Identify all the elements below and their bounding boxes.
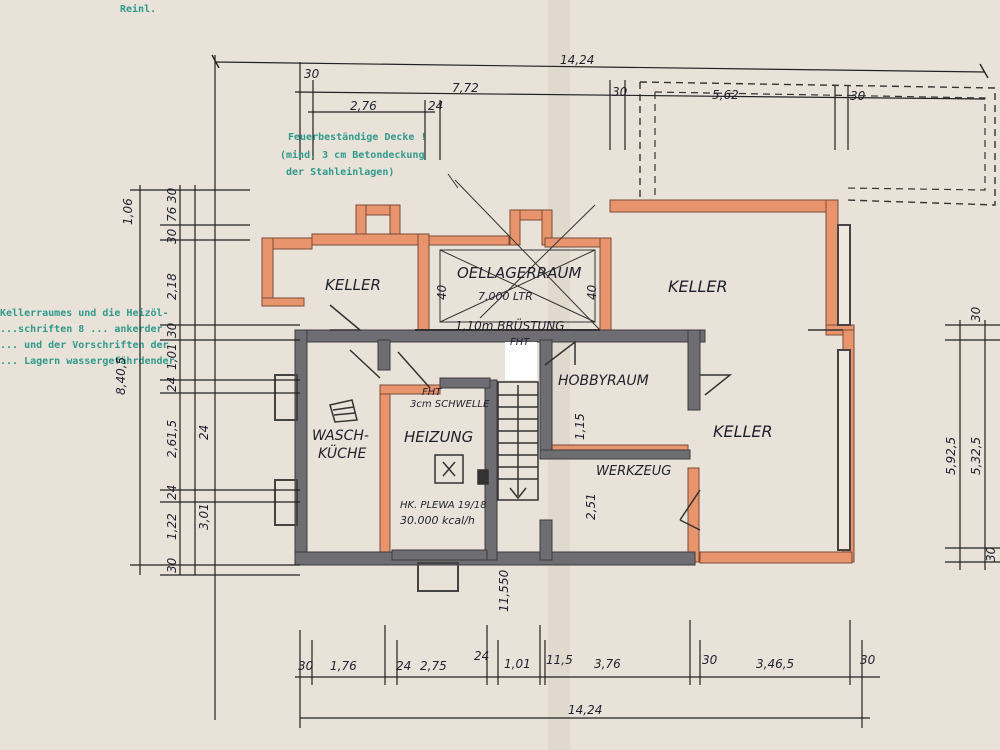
dim-left-24a: 24: [165, 377, 179, 392]
dim-right-30b: 30: [984, 546, 998, 562]
dim-top-2-76: 2,76: [350, 99, 377, 113]
dim-top-7-72: 7,72: [452, 81, 479, 95]
stamp-left-line1: Kellerraumes und die Heizöl-: [0, 307, 169, 319]
dim-top-30b: 30: [612, 85, 628, 99]
dim-bottom-30a: 30: [298, 659, 314, 673]
room-kueche: KÜCHE: [318, 444, 366, 462]
dim-left-2-18: 2,18: [165, 273, 179, 300]
room-keller-right-top: KELLER: [668, 277, 728, 296]
dim-left-2-615: 2,61,5: [165, 420, 179, 458]
room-labels: KELLER OELLAGERRAUM 7.000 LTR 1,10m BRÜS…: [312, 264, 773, 527]
dim-left-30a: 30: [165, 187, 179, 203]
stamp-oil-regulations: Kellerraumes und die Heizöl- ...schrifte…: [0, 307, 175, 367]
dim-bottom-30b: 30: [702, 653, 718, 667]
room-werkzeug: WERKZEUG: [596, 464, 671, 479]
room-oellagerraum: OELLAGERRAUM: [457, 264, 581, 282]
dim-bottom-11-5: 11,5: [546, 653, 573, 667]
dim-bottom-30c: 30: [860, 653, 876, 667]
room-heizung: HEIZUNG: [404, 428, 473, 446]
label-boiler-output: 30.000 kcal/h: [400, 514, 475, 527]
stamp-top-line2: (mind. 3 cm Betondeckung: [280, 149, 425, 161]
room-wasch: WASCH-: [312, 428, 369, 444]
dim-left-1-22: 1,22: [165, 513, 179, 540]
dim-top-30c: 30: [850, 89, 866, 103]
terrace-outline: [639, 81, 996, 206]
dim-bottom-1-01: 1,01: [504, 657, 531, 671]
room-keller-left: KELLER: [325, 276, 381, 294]
bottom-dimensions: 30 1,76 24 2,75 24 1,01 11,5 3,76 30 3,4…: [295, 620, 880, 728]
room-oellager-capacity: 7.000 LTR: [478, 290, 533, 303]
dim-bottom-3-465: 3,46,5: [756, 657, 794, 671]
dim-left-30d: 30: [165, 557, 179, 573]
label-fht-schwelle-1: FHT: [422, 387, 442, 398]
stamp-left-line2: ...schriften 8 ... ankerder: [0, 323, 163, 335]
dim-bottom-24a: 24: [396, 659, 411, 673]
oil-tank-room: [415, 173, 601, 331]
dim-inner-50: 50: [497, 569, 511, 585]
dim-bottom-total: 14,24: [568, 703, 602, 717]
stamp-header-fragment: Reinl.: [120, 3, 156, 15]
dim-left-24c: 24: [165, 485, 179, 500]
dim-inner-11-5: 11,5: [497, 585, 511, 612]
dim-left-1-06: 1,06: [121, 198, 135, 225]
dim-bottom-1-76: 1,76: [330, 659, 357, 673]
stamp-top-line1: Feuerbeständige Decke !: [288, 131, 426, 143]
dim-top-24: 24: [428, 99, 443, 113]
stamp-left-line3: ... und der Vorschriften der: [0, 339, 169, 351]
stamp-left-line4: ... Lagern wassergefährdender: [0, 356, 175, 367]
inner-dimensions: 40 40 1,15 2,51 11,5 50: [435, 284, 599, 612]
dim-inner-1-15: 1,15: [573, 413, 587, 440]
dim-left-3-01: 3,01: [197, 503, 211, 530]
dim-top-total: 14,24: [560, 53, 594, 67]
dim-left-1-01: 1,01: [165, 343, 179, 370]
dim-left-24b: 24: [197, 425, 211, 440]
interior-walls: [294, 329, 706, 566]
stamp-fire-resistant: Feuerbeständige Decke ! (mind. 3 cm Beto…: [120, 3, 426, 178]
heating-boiler-symbol: [434, 454, 489, 485]
dim-left-total: 8,40,5: [114, 357, 128, 395]
dim-right-5-925: 5,92,5: [944, 437, 958, 475]
dim-top-5-62: 5,62: [712, 88, 739, 102]
left-dimensions: 8,40,5 1,06 30 76 30 2,18 30 1,01 24 2,6…: [114, 185, 300, 576]
dim-left-30b: 30: [165, 228, 179, 244]
dim-bottom-24b: 24: [474, 649, 489, 663]
window-bays: [274, 224, 851, 592]
room-bruestung: 1,10m BRÜSTUNG: [455, 317, 565, 333]
label-boiler: HK. PLEWA 19/18: [400, 500, 487, 511]
dim-bottom-3-76: 3,76: [594, 657, 621, 671]
door-leaves: [329, 304, 843, 531]
stamp-top-line3: der Stahleinlagen): [286, 166, 394, 178]
label-fht-schwelle-2: 3cm SCHWELLE: [410, 399, 490, 410]
right-dimensions: 5,92,5 5,32,5 30 30: [944, 306, 1000, 570]
dim-inner-2-51: 2,51: [584, 493, 598, 520]
dim-left-30c: 30: [165, 322, 179, 338]
room-keller-right-bottom: KELLER: [713, 422, 773, 441]
top-dimensions: 14,24 7,72 5,62 2,76 24 30 30 30: [211, 53, 989, 720]
dim-bottom-2-75: 2,75: [420, 659, 447, 673]
dim-inner-40b: 40: [585, 284, 599, 300]
dim-right-30a: 30: [969, 306, 983, 322]
dim-inner-40a: 40: [435, 284, 449, 300]
washing-sink-symbol: [329, 399, 358, 423]
stairs: [497, 342, 539, 501]
room-hobbyraum: HOBBYRAUM: [558, 373, 649, 389]
dim-left-76: 76: [165, 206, 179, 222]
dim-top-30a: 30: [304, 67, 320, 81]
room-fht-top: FHT: [510, 337, 530, 348]
dim-right-5-325: 5,32,5: [969, 437, 983, 475]
